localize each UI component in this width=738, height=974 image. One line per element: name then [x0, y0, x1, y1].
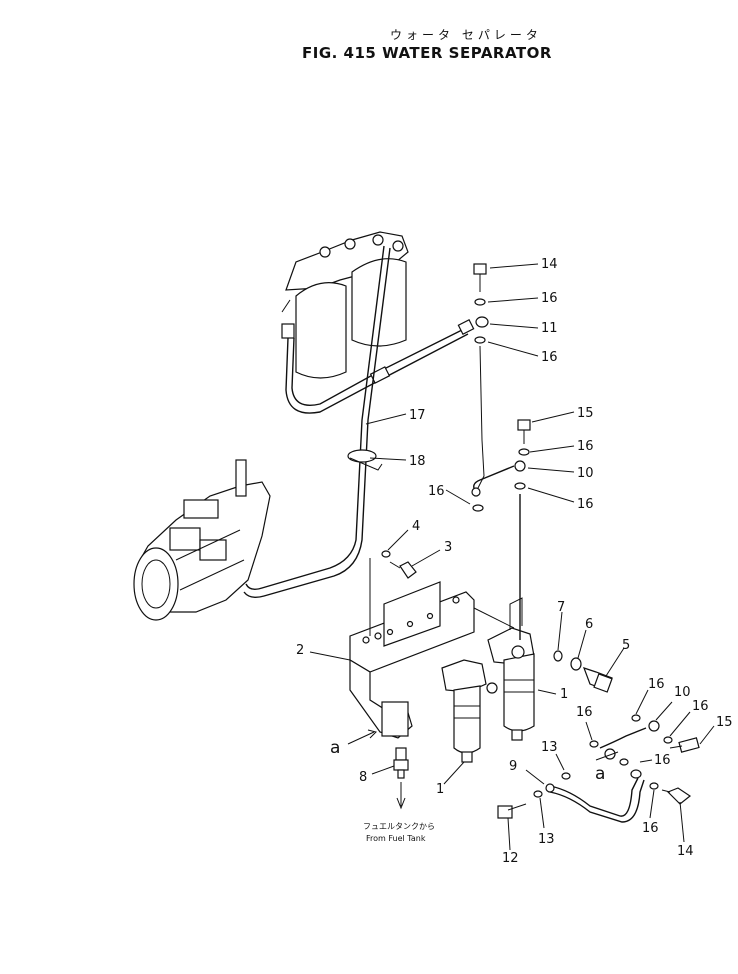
hose-line	[285, 333, 469, 414]
leader-lines	[309, 263, 715, 851]
callout-3: 3	[444, 540, 452, 555]
upper-separator-assembly	[281, 231, 409, 379]
callout-4: 4	[412, 519, 420, 534]
callout-15: 15	[716, 715, 733, 730]
fitting-8	[393, 747, 409, 810]
callout-11: 11	[541, 321, 558, 336]
arrow-label-a: a	[330, 738, 340, 758]
fuel-tank-note: フュエルタンクから From Fuel Tank	[363, 822, 435, 843]
title-block: ウォータ セパレータ FIG. 415 WATER SEPARATOR	[0, 0, 738, 80]
bolt-12	[497, 803, 527, 819]
callout-16: 16	[576, 705, 593, 720]
callout-16: 16	[577, 439, 594, 454]
callout-16: 16	[648, 677, 665, 692]
callout-16: 16	[541, 350, 558, 365]
callout-13: 13	[541, 740, 558, 755]
clamp-18	[347, 449, 383, 471]
callout-16: 16	[428, 484, 445, 499]
callout-6: 6	[585, 617, 593, 632]
callout-7: 7	[557, 600, 565, 615]
callout-14: 14	[541, 257, 558, 272]
arrow-label-a: a	[595, 764, 605, 784]
filter-left-1	[441, 659, 498, 763]
upper-fastener-stack	[472, 263, 531, 512]
bracket-2	[349, 581, 475, 739]
callout-16: 16	[692, 699, 709, 714]
callout-10: 10	[674, 685, 691, 700]
callout-16: 16	[541, 291, 558, 306]
callout-8: 8	[359, 770, 367, 785]
callout-1: 1	[436, 782, 444, 797]
callout-labels: 14 16 11 16 17 18 15 16 10 16 16 4 3 2 7…	[296, 257, 733, 866]
bolt-3-washer-4	[381, 550, 417, 579]
callout-16: 16	[654, 753, 671, 768]
bolt-5-washers	[553, 650, 613, 693]
filter-right-1	[487, 597, 535, 741]
fuel-note-jp: フュエルタンクから	[363, 822, 435, 831]
callout-14: 14	[677, 844, 694, 859]
figure-title: FIG. 415 WATER SEPARATOR	[302, 44, 552, 62]
callout-5: 5	[622, 638, 630, 653]
callout-9: 9	[509, 759, 517, 774]
callout-16: 16	[642, 821, 659, 836]
callout-10: 10	[577, 466, 594, 481]
callout-15: 15	[577, 406, 594, 421]
callout-18: 18	[409, 454, 426, 469]
fuel-note-en: From Fuel Tank	[366, 834, 426, 843]
callout-16: 16	[577, 497, 594, 512]
fuel-pipe-17	[245, 245, 385, 591]
callout-13: 13	[538, 832, 555, 847]
injection-pump	[133, 459, 271, 621]
callout-17: 17	[409, 408, 426, 423]
pipe-10-lower	[589, 714, 700, 779]
bolt-14-lower	[649, 782, 692, 805]
callout-12: 12	[502, 851, 519, 866]
callout-2: 2	[296, 643, 304, 658]
pipe-9	[533, 772, 645, 823]
japanese-title: ウォータ セパレータ	[390, 28, 542, 42]
callout-1: 1	[560, 687, 568, 702]
